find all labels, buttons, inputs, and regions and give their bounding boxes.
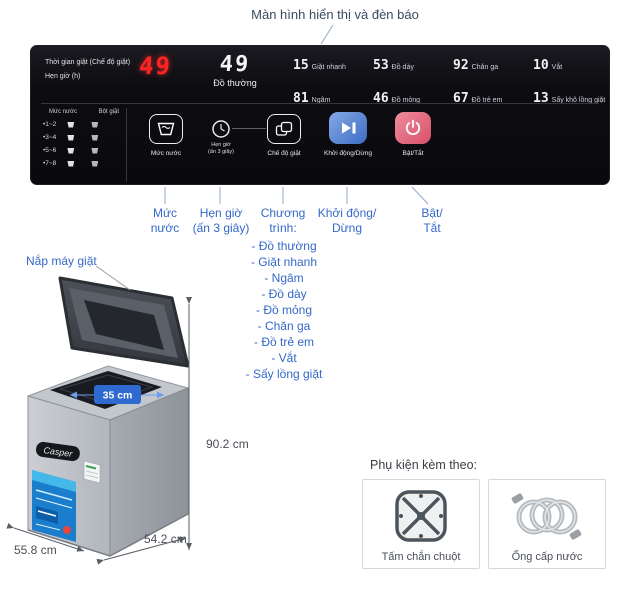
water-col-header: Mức nước: [49, 109, 77, 115]
start-pause-icon: [342, 122, 356, 134]
water-level-button-label: Mức nước: [150, 150, 182, 157]
callout-lid: Nắp máy giặt: [26, 254, 97, 268]
water-hose-icon: [511, 492, 582, 540]
power-button-label: Bật/Tắt: [402, 150, 424, 157]
accessory-card-rat-guard: Tấm chắn chuột: [362, 479, 480, 569]
wash-mode-button-label: Chế độ giặt: [267, 150, 301, 157]
water-level-button[interactable]: [149, 114, 183, 144]
timer-mode-link-line: [232, 128, 266, 129]
callout-timer: Hẹn giờ (ấn 3 giây): [192, 206, 250, 235]
accessories-title: Phụ kiện kèm theo:: [370, 458, 478, 472]
list-item: - Đồ dày: [261, 287, 307, 301]
page-title: Màn hình hiển thị và đèn báo: [251, 7, 419, 22]
tub-icon: [91, 134, 99, 141]
control-panel: Thời gian giặt (Chế độ giặt) Hẹn giờ (h)…: [30, 45, 610, 185]
height-dimension-label: 90.2 cm: [206, 437, 249, 451]
callout-start: Khởi động/ Dừng: [317, 206, 377, 235]
washing-machine-illustration: 35 cm Casper: [26, 276, 190, 557]
program-name-list: - Đồ thường - Giặt nhanh - Ngâm - Đồ dày…: [228, 238, 340, 382]
water-level-table: Mức nước Bột giặt •1~2 •3~4 •5~6 •7~8: [41, 109, 123, 170]
tub-icon: [67, 134, 75, 141]
panel-vertical-divider: [126, 108, 127, 182]
tub-icon: [67, 160, 75, 167]
accessory-card-hose: Ống cấp nước: [488, 479, 606, 569]
callout-power: Bật/ Tắt: [421, 206, 443, 235]
list-item: - Đồ trẻ em: [253, 335, 314, 349]
list-item: - Ngâm: [264, 271, 304, 285]
accessory-label: Ống cấp nước: [511, 551, 583, 563]
timer-display: 49: [138, 52, 173, 80]
tub-icon: [67, 121, 75, 128]
list-item: - Sấy lồng giặt: [245, 367, 323, 381]
timer-button-label: Hẹn giờ (ấn 3 giây): [208, 142, 234, 155]
width-dimension-label: 54.2 cm: [144, 532, 187, 546]
power-icon: [405, 119, 421, 135]
brand-logo: Casper: [36, 441, 80, 462]
mode-display-value: 49: [219, 52, 251, 77]
list-item: - Vắt: [271, 351, 297, 365]
water-table-row: •1~2: [41, 118, 123, 131]
detergent-col-header: Bột giặt: [98, 109, 119, 115]
start-pause-button-label: Khởi động/Dừng: [323, 150, 372, 157]
water-table-row: •7~8: [41, 157, 123, 170]
panel-divider: [41, 103, 599, 104]
callout-program: Chương trình:: [260, 206, 306, 235]
list-item: - Đồ thường: [251, 239, 317, 253]
wash-time-label: Thời gian giặt (Chế độ giặt): [45, 59, 131, 66]
water-level-icon: [157, 122, 175, 135]
tub-icon: [91, 147, 99, 154]
accessory-label: Tấm chắn chuột: [381, 551, 461, 563]
svg-text:35 cm: 35 cm: [103, 390, 133, 402]
time-labels: Thời gian giặt (Chế độ giặt) Hẹn giờ (h): [45, 58, 130, 81]
energy-label: [83, 460, 101, 484]
tub-icon: [67, 147, 75, 154]
accessories-section: Phụ kiện kèm theo: Tấm chắn chuột: [362, 458, 618, 569]
power-button[interactable]: [395, 112, 431, 144]
water-table-row: •5~6: [41, 144, 123, 157]
timer-clock-icon[interactable]: [211, 119, 231, 139]
water-table-row: •3~4: [41, 131, 123, 144]
lid-open-illustration: [58, 276, 190, 368]
callout-water-level: Mức nước: [150, 206, 180, 235]
list-item: - Đồ mỏng: [255, 303, 313, 317]
svg-text:Casper: Casper: [43, 445, 74, 459]
tub-icon: [91, 121, 99, 128]
list-item: - Chăn ga: [257, 319, 311, 333]
tub-icon: [91, 160, 99, 167]
depth-dimension-label: 55.8 cm: [14, 543, 57, 557]
rat-guard-icon: [395, 489, 447, 542]
wash-mode-button[interactable]: [267, 114, 301, 144]
promo-sticker: [32, 470, 76, 542]
list-item: - Giặt nhanh: [250, 255, 318, 269]
mode-display-label: Đồ thường: [213, 78, 257, 88]
width-badge: 35 cm: [70, 385, 164, 404]
start-pause-button[interactable]: [329, 112, 367, 144]
mode-display: 49 Đồ thường: [195, 52, 275, 88]
timer-hours-label: Hẹn giờ (h): [45, 73, 81, 80]
wash-mode-icon: [275, 121, 293, 136]
